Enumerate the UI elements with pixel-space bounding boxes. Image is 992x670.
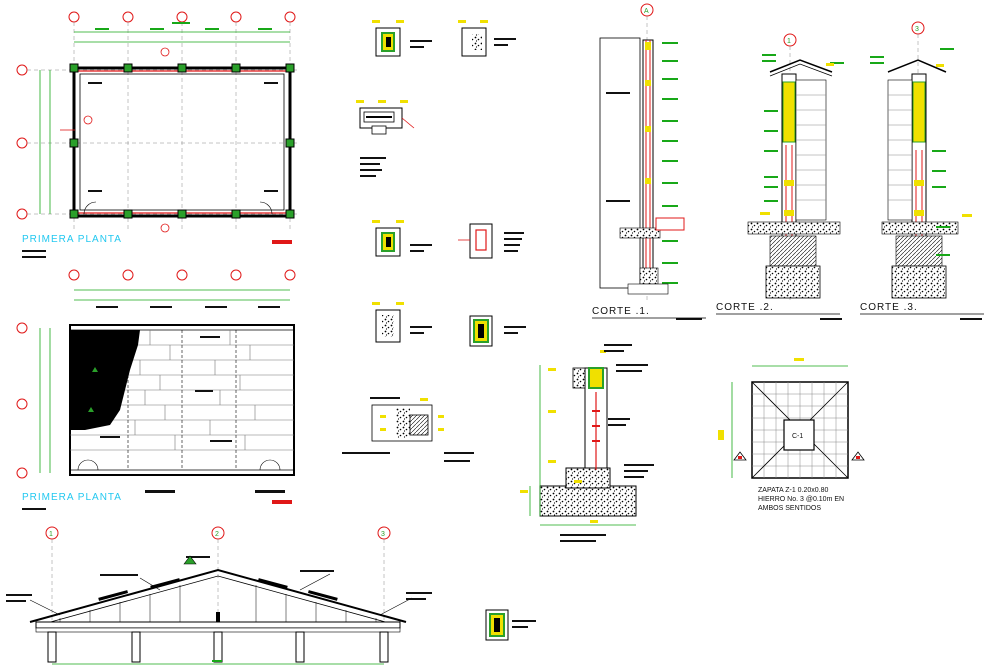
roof-axis-3-label: 3 — [381, 531, 385, 538]
footing-note-line2: HIERRO No. 3 @0.10m EN — [758, 496, 844, 503]
roof-axis-2-label: 2 — [215, 531, 219, 538]
first-floor-plan: PRIMERA PLANTA — [16, 11, 300, 258]
roof-plan: PRIMERA PLANTA — [16, 269, 296, 510]
roof-axis-1-label: 1 — [49, 531, 53, 538]
roof-section: 1 2 3 — [6, 526, 432, 665]
roof-fill-region — [70, 330, 140, 430]
axis-3-label: 3 — [915, 26, 919, 33]
section-corte-2: 1 CORTE .2. — [716, 33, 844, 320]
axis-a-label: A — [644, 8, 649, 15]
footing-plan: C-1 ZAPATA Z-1 0.20x0.80 HIERRO No. 3 @0… — [718, 358, 865, 512]
axis-1-label: 1 — [787, 38, 791, 45]
footing-note-line1: ZAPATA Z-1 0.20x0.80 — [758, 487, 829, 494]
plan-axis-bubbles — [16, 11, 296, 220]
footing-note-line3: AMBOS SENTIDOS — [758, 505, 821, 512]
section-corte-1: A CORTE .1. — [592, 3, 706, 320]
plan-bottom-title: PRIMERA PLANTA — [22, 492, 122, 503]
footing-column-label: C-1 — [792, 433, 803, 440]
plan-columns — [69, 63, 295, 219]
section-3-title: CORTE .3. — [860, 302, 918, 313]
plan-top-title: PRIMERA PLANTA — [22, 234, 122, 245]
foundation-section — [520, 344, 654, 542]
section-corte-3: 3 CORTE .3. — [860, 21, 984, 320]
section-1-title: CORTE .1. — [592, 306, 650, 317]
section-2-title: CORTE .2. — [716, 302, 774, 313]
column-details — [342, 20, 536, 641]
